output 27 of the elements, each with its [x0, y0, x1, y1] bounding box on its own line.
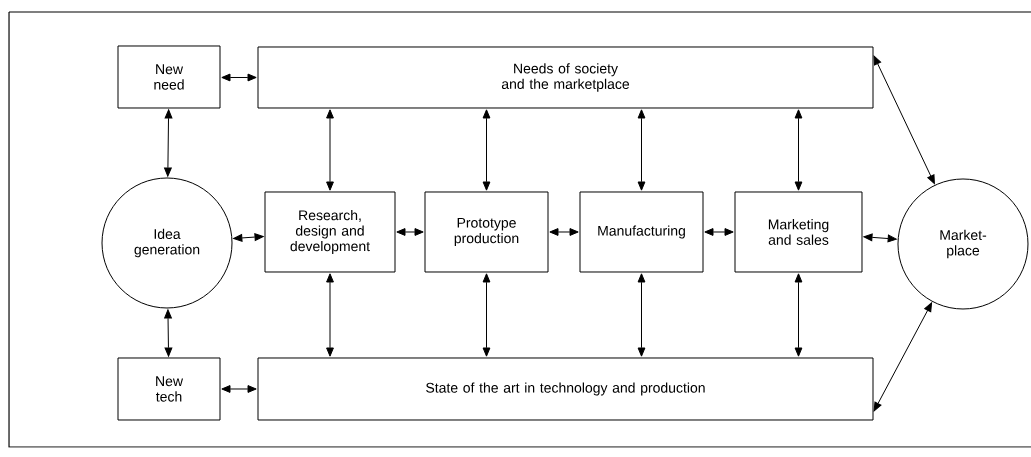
arrow	[482, 273, 491, 357]
arrow	[637, 273, 646, 357]
arrow	[233, 233, 264, 242]
arrow	[221, 385, 257, 393]
input-box: New need	[117, 45, 221, 109]
arrow	[794, 273, 803, 357]
input-box: New tech	[117, 357, 221, 421]
arrow	[873, 55, 935, 185]
arrow	[704, 228, 734, 236]
arrow	[549, 228, 579, 236]
arrow	[396, 228, 424, 236]
arrow	[794, 109, 803, 191]
process-box: Prototype production	[424, 191, 549, 273]
arrow	[873, 302, 933, 412]
process-box: Manufacturing	[579, 191, 704, 273]
arrow	[326, 109, 334, 191]
arrow	[863, 233, 897, 243]
band-box: Needs of society and the marketplace	[257, 46, 874, 109]
process-box: Marketing and sales	[734, 191, 863, 273]
arrow	[221, 73, 257, 82]
arrow	[637, 109, 646, 191]
band-box: State of the art in technology and production	[257, 357, 874, 421]
arrow	[482, 109, 491, 191]
arrow	[164, 109, 173, 177]
arrow	[164, 309, 173, 357]
arrow	[326, 273, 334, 357]
process-box: Research, design and development	[264, 191, 396, 273]
